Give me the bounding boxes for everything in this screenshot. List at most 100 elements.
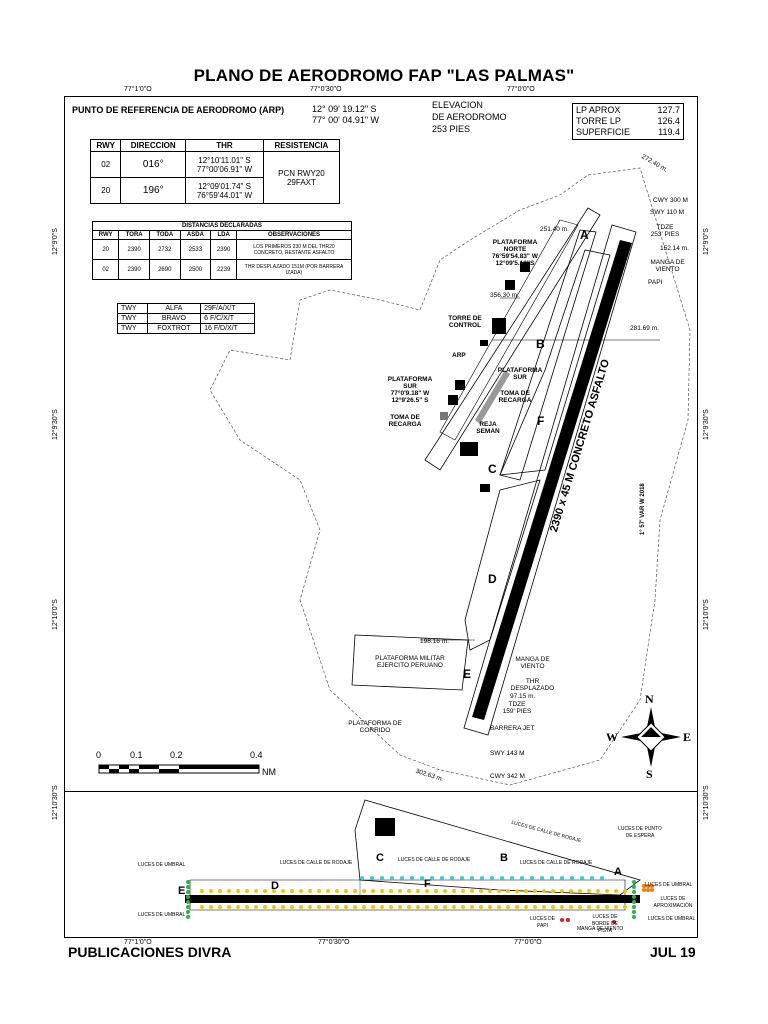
- elevation-line2: DE AERODROMO: [432, 112, 507, 122]
- edge-light: [605, 889, 609, 893]
- freq-name: LP APROX: [576, 105, 621, 115]
- label-line: CONTROL: [448, 322, 482, 329]
- label-line: 12°9'26.5" S: [391, 397, 429, 404]
- edge-light: [407, 905, 411, 909]
- edge-light: [461, 905, 465, 909]
- approach-light: [646, 884, 650, 888]
- building: [448, 395, 458, 405]
- edge-light: [578, 889, 582, 893]
- building: [440, 412, 448, 420]
- edge-light: [227, 889, 231, 893]
- edge-light: [443, 905, 447, 909]
- lighting-umbral-1: LUCES DE UMBRAL: [138, 862, 186, 868]
- label-dist-15214: 152.14 m.: [660, 245, 689, 252]
- building: [520, 262, 530, 272]
- edge-light: [263, 905, 267, 909]
- label-line: 77°0'9.18" W: [390, 390, 430, 397]
- label-line: 253' PIES: [650, 231, 680, 238]
- label-line: PLATAFORMA DE: [348, 720, 402, 727]
- thr-lat: 12°09'01.74" S: [197, 181, 251, 191]
- lighting-rodaje-2: LUCES DE CALLE DE RODAJE: [398, 857, 471, 863]
- edge-light: [551, 905, 555, 909]
- label-line: PLATAFORMA: [387, 376, 433, 383]
- lighting-espera: LUCES DE PUNTO DE ESPERA: [618, 826, 662, 839]
- edge-light: [443, 889, 447, 893]
- lighting-taxiway-f: F: [424, 878, 431, 890]
- threshold-light: [186, 905, 190, 909]
- compass-s: S: [646, 767, 653, 781]
- threshold-light: [186, 895, 190, 899]
- lighting-umbral-2: LUCES DE UMBRAL: [138, 912, 186, 918]
- approach-light: [650, 884, 654, 888]
- edge-light: [614, 889, 618, 893]
- edge-light: [569, 889, 573, 893]
- label-line: RECARGA: [388, 421, 422, 428]
- label-magnetic-variation: 1° 57' VAR W 2018: [640, 483, 646, 535]
- thr-lon: 76°59'44.01" W: [196, 190, 253, 200]
- compass-rose: [621, 707, 681, 767]
- military-apron: [351, 634, 469, 691]
- edge-light: [515, 905, 519, 909]
- taxiway-light: [600, 876, 604, 880]
- lighting-taxiway-c: C: [376, 852, 384, 864]
- dist-cell: 2690: [148, 259, 181, 280]
- apron-band: [439, 219, 579, 441]
- edge-light: [533, 905, 537, 909]
- label-line: TDZE: [656, 224, 674, 231]
- label-line: PLATAFORMA: [497, 367, 543, 374]
- resistance-line2: 29FAXT: [286, 177, 316, 187]
- label-line: SEMAN: [476, 428, 500, 435]
- lighting-aprox: LUCES DE APROXIMACIÓN: [653, 896, 693, 909]
- taxiway-d-area: [464, 479, 541, 651]
- threshold-light: [186, 890, 190, 894]
- edge-light: [326, 889, 330, 893]
- resistance-line1: PCN RWY20: [278, 168, 325, 178]
- rwy-cell: 20: [89, 177, 122, 204]
- edge-light: [542, 889, 546, 893]
- label-line: MANGA DE: [650, 259, 685, 266]
- edge-light: [425, 889, 429, 893]
- taxiway-light: [420, 876, 424, 880]
- taxiway-light: [570, 876, 574, 880]
- twy-cell: 16 F/D/X/T: [200, 323, 255, 334]
- edge-light: [290, 905, 294, 909]
- label-line: RECARGA: [498, 397, 532, 404]
- threshold-light: [632, 880, 636, 884]
- taxiway-label-a: A: [580, 228, 589, 242]
- dist-cell: 02: [91, 259, 120, 280]
- edge-light: [308, 905, 312, 909]
- edge-light: [254, 889, 258, 893]
- taxiway-label-e: E: [463, 667, 472, 681]
- edge-light: [461, 889, 465, 893]
- taxiway-light: [430, 876, 434, 880]
- arp-label: PUNTO DE REFERENCIA DE AERODROMO (ARP): [72, 105, 285, 115]
- taxiway-light: [510, 876, 514, 880]
- threshold-light: [632, 890, 636, 894]
- edge-light: [587, 905, 591, 909]
- taxiway-label-d: D: [488, 572, 497, 586]
- runway: [472, 240, 632, 720]
- taxiway-light: [370, 876, 374, 880]
- arp-coords: 12° 09' 19.12" S 77° 00' 04.91" W: [312, 104, 379, 126]
- threshold-light: [632, 915, 636, 919]
- edge-light: [488, 889, 492, 893]
- label-line: REJA: [479, 421, 497, 428]
- lighting-borde: LUCES DE BORDE DE PISTA: [591, 914, 619, 934]
- label-dist-9715: 97.15 m.: [510, 693, 536, 700]
- lighting-taxiway-b: B: [500, 852, 508, 864]
- freq-value: 119.4: [658, 127, 680, 137]
- edge-light: [524, 889, 528, 893]
- papi-light: [560, 918, 564, 922]
- edge-light: [281, 889, 285, 893]
- threshold-light: [186, 880, 190, 884]
- label-cwy-north: CWY 300 M: [653, 197, 688, 204]
- edge-light: [281, 905, 285, 909]
- edge-light: [362, 889, 366, 893]
